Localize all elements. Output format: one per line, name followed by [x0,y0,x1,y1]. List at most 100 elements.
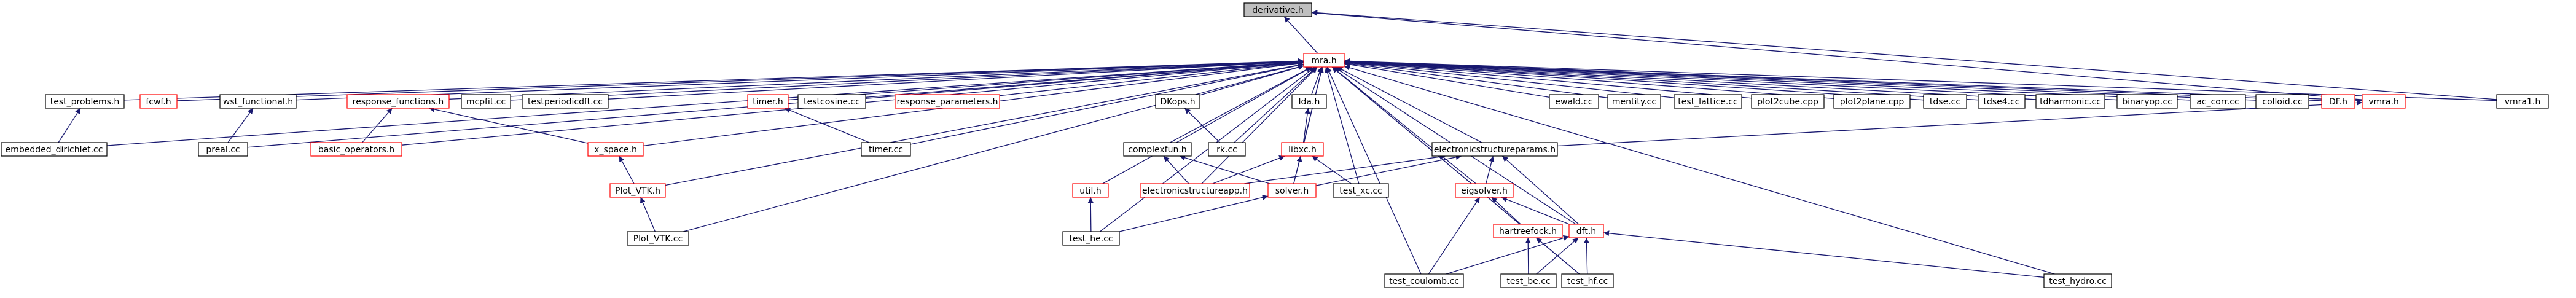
node-box[interactable] [1607,94,1661,109]
node-test-be-cc[interactable]: test_be.cc [1500,273,1557,288]
node-electronicstructureapp-h[interactable]: electronicstructureapp.h [1140,183,1250,198]
node-box[interactable] [2496,94,2549,109]
node-box[interactable] [1674,94,1742,109]
node-plot2cube-cpp[interactable]: plot2cube.cpp [1751,94,1825,109]
node-vmra1-h[interactable]: vmra1.h [2496,94,2549,109]
node-mra-h[interactable]: mra.h [1303,53,1345,68]
node-timer-h[interactable]: timer.h [747,94,789,109]
node-mentity-cc[interactable]: mentity.cc [1607,94,1661,109]
node-testcosine-cc[interactable]: testcosine.cc [797,94,866,109]
node-box[interactable] [1062,231,1120,246]
node-box[interactable] [1751,94,1825,109]
node-box[interactable] [861,142,911,157]
node-box[interactable] [198,142,248,157]
node-box[interactable] [1568,224,1604,238]
node-test-he-cc[interactable]: test_he.cc [1062,231,1120,246]
node-testperiodicdft-cc[interactable]: testperiodicdft.cc [522,94,609,109]
node-box[interactable] [1123,142,1192,157]
node-box[interactable] [1072,183,1109,198]
node-plot-vtk-h[interactable]: Plot_VTK.h [609,183,666,198]
node-ewald-cc[interactable]: ewald.cc [1549,94,1599,109]
node-derivative-h[interactable]: derivative.h [1243,2,1312,17]
node-box[interactable] [1208,142,1246,157]
node-response-functions-h[interactable]: response_functions.h [346,94,450,109]
node-complexfun-h[interactable]: complexfun.h [1123,142,1192,157]
node-box[interactable] [522,94,609,109]
node-box[interactable] [2043,273,2112,288]
node-box[interactable] [1549,94,1599,109]
node-box[interactable] [2321,94,2355,109]
node-tdharmonic-cc[interactable]: tdharmonic.cc [2035,94,2105,109]
node-box[interactable] [1243,2,1312,17]
node-basic-operators-h[interactable]: basic_operators.h [310,142,402,157]
node-box[interactable] [1333,183,1389,198]
node-test-hydro-cc[interactable]: test_hydro.cc [2043,273,2112,288]
node-box[interactable] [1561,273,1614,288]
node-box[interactable] [895,94,1000,109]
node-box[interactable] [1140,183,1250,198]
node-binaryop-cc[interactable]: binaryop.cc [2116,94,2178,109]
node-box[interactable] [1500,273,1557,288]
node-box[interactable] [1493,224,1563,238]
node-test-lattice-cc[interactable]: test_lattice.cc [1674,94,1742,109]
node-box[interactable] [1155,94,1200,109]
node-ac-corr-cc[interactable]: ac_corr.cc [2190,94,2246,109]
node-box[interactable] [219,94,297,109]
node-hartreefock-h[interactable]: hartreefock.h [1493,224,1563,238]
node-box[interactable] [2190,94,2246,109]
node-timer-cc[interactable]: timer.cc [861,142,911,157]
node-mcpfit-cc[interactable]: mcpfit.cc [461,94,511,109]
node-rk-cc[interactable]: rk.cc [1208,142,1246,157]
node-box[interactable] [609,183,666,198]
node-lda-h[interactable]: lda.h [1291,94,1327,109]
node-box[interactable] [2116,94,2178,109]
node-fcwf-h[interactable]: fcwf.h [139,94,178,109]
node-box[interactable] [461,94,511,109]
node-test-hf-cc[interactable]: test_hf.cc [1561,273,1614,288]
node-tdse4-cc[interactable]: tdse4.cc [1978,94,2026,109]
node-embedded-dirichlet-cc[interactable]: embedded_dirichlet.cc [1,142,108,157]
node-box[interactable] [1431,142,1558,157]
node-box[interactable] [1281,142,1324,157]
node-dkops-h[interactable]: DKops.h [1155,94,1200,109]
node-box[interactable] [747,94,789,109]
node-test-problems-h[interactable]: test_problems.h [45,94,125,109]
node-box[interactable] [346,94,450,109]
node-box[interactable] [1291,94,1327,109]
node-box[interactable] [627,231,689,246]
node-box[interactable] [1978,94,2026,109]
node-eigsolver-h[interactable]: eigsolver.h [1455,183,1514,198]
node-wst-functional-h[interactable]: wst_functional.h [219,94,297,109]
node-box[interactable] [1384,273,1464,288]
node-box[interactable] [310,142,402,157]
node-solver-h[interactable]: solver.h [1267,183,1317,198]
node-box[interactable] [1267,183,1317,198]
node-box[interactable] [2035,94,2105,109]
node-box[interactable] [1833,94,1911,109]
node-preal-cc[interactable]: preal.cc [198,142,248,157]
node-box[interactable] [797,94,866,109]
node-box[interactable] [1455,183,1514,198]
node-box[interactable] [2362,94,2406,109]
node-electronicstructureparams-h[interactable]: electronicstructureparams.h [1431,142,1558,157]
node-response-parameters-h[interactable]: response_parameters.h [895,94,1000,109]
node-libxc-h[interactable]: libxc.h [1281,142,1324,157]
node-colloid-cc[interactable]: colloid.cc [2255,94,2309,109]
node-x-space-h[interactable]: x_space.h [587,142,644,157]
node-test-xc-cc[interactable]: test_xc.cc [1333,183,1389,198]
node-dft-h[interactable]: dft.h [1568,224,1604,238]
node-plot2plane-cpp[interactable]: plot2plane.cpp [1833,94,1911,109]
node-box[interactable] [139,94,178,109]
node-vmra-h[interactable]: vmra.h [2362,94,2406,109]
node-box[interactable] [1303,53,1345,68]
node-box[interactable] [1923,94,1967,109]
node-df-h[interactable]: DF.h [2321,94,2355,109]
node-test-coulomb-cc[interactable]: test_coulomb.cc [1384,273,1464,288]
node-box[interactable] [2255,94,2309,109]
node-box[interactable] [45,94,125,109]
node-util-h[interactable]: util.h [1072,183,1109,198]
node-plot-vtk-cc[interactable]: Plot_VTK.cc [627,231,689,246]
node-box[interactable] [587,142,644,157]
node-box[interactable] [1,142,108,157]
node-tdse-cc[interactable]: tdse.cc [1923,94,1967,109]
